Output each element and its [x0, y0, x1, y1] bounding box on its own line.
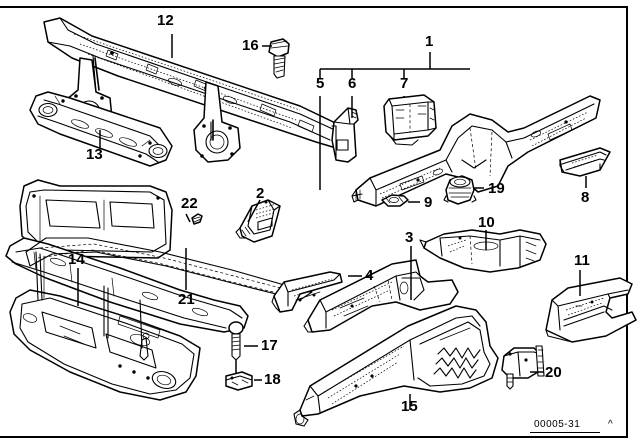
part-18-retaining-bracket [225, 371, 253, 391]
callout-11[interactable]: 11 [574, 252, 590, 269]
sheet-border-bottom [0, 436, 628, 438]
callout-13[interactable]: 13 [86, 146, 103, 163]
callout-15[interactable]: 15 [401, 398, 418, 415]
callout-22[interactable]: 22 [181, 195, 198, 212]
callout-18[interactable]: 18 [264, 371, 281, 388]
part-14-front-end-carrier [5, 179, 249, 401]
part-9-clip-fastener [381, 194, 409, 207]
part-15-side-member-left-front [293, 305, 499, 427]
callout-8[interactable]: 8 [581, 189, 590, 206]
callout-1[interactable]: 1 [425, 33, 434, 50]
part-17-stud-bolt [228, 321, 244, 378]
part-4-side-member-cover [271, 271, 343, 313]
callout-21[interactable]: 21 [178, 291, 195, 308]
part-3-engine-support-left [303, 259, 459, 333]
callout-9[interactable]: 9 [424, 194, 433, 211]
part-2-cylindrical-sleeve [235, 199, 281, 243]
callout-14[interactable]: 14 [68, 251, 85, 268]
callout-3[interactable]: 3 [405, 229, 414, 246]
sheet-border-right [626, 6, 628, 436]
callout-4[interactable]: 4 [365, 267, 374, 284]
part-6-mounting-bracket [331, 107, 359, 163]
part-7-box-section-support [383, 94, 437, 146]
part-11-closing-panel [545, 277, 637, 343]
part-13-lower-cross-member [29, 91, 173, 167]
part-8-reinforcement-plate [559, 147, 611, 177]
callout-16[interactable]: 16 [242, 37, 259, 54]
callout-10[interactable]: 10 [478, 214, 495, 231]
callout-19[interactable]: 19 [488, 180, 505, 197]
footer-underline [530, 432, 600, 433]
callout-20[interactable]: 20 [545, 364, 562, 381]
callout-6[interactable]: 6 [348, 75, 357, 92]
footer-mark: ^ [608, 419, 613, 430]
part-22-rivet-clip [191, 213, 203, 225]
part-19-nut-cap [443, 175, 477, 205]
part-16-hex-flange-screw [268, 38, 290, 79]
part-10-wheelhouse-bracket [419, 229, 547, 273]
callout-17[interactable]: 17 [261, 337, 278, 354]
callout-12[interactable]: 12 [157, 12, 174, 29]
callout-5[interactable]: 5 [316, 75, 325, 92]
leader-lines [77, 34, 587, 410]
part-5-side-member-assembly [351, 95, 601, 207]
part-20-mounting-angle-bracket [501, 345, 545, 390]
group-1-bracket [319, 52, 470, 78]
callout-2[interactable]: 2 [256, 185, 265, 202]
callout-7[interactable]: 7 [400, 75, 409, 92]
footer-code: 00005-31 [534, 419, 581, 430]
sheet-border-top [0, 6, 627, 8]
